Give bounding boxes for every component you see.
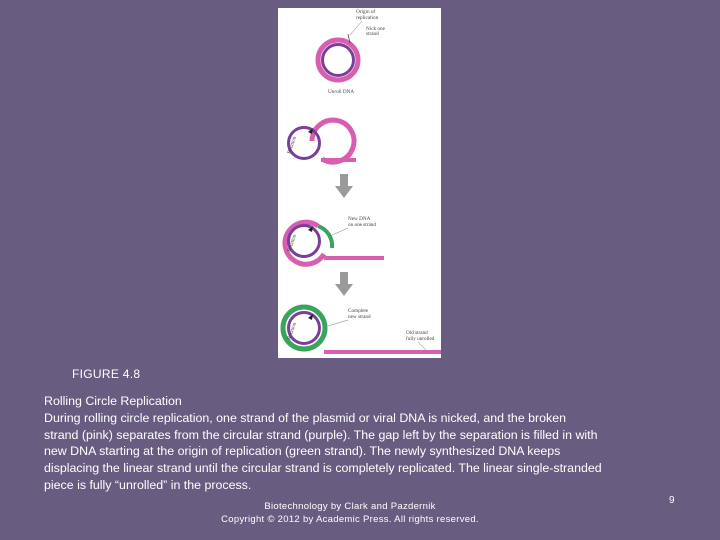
page-number: 9 [669,495,675,506]
label-new-dna-1: New DNA [348,216,371,222]
label-nick-1: Nick one [366,26,386,32]
down-arrow-2 [335,272,353,296]
caption-line: strand (pink) separates from the circula… [44,427,598,442]
stage-3-circle: Rotation [282,219,384,267]
label-new-dna-2: on one strand [348,222,376,228]
footer-line-1: Biotechnology by Clark and Pazdernik [264,501,436,512]
stage-2-circle: Rotation [286,117,357,165]
label-complete-1: Complete [348,308,369,314]
label-rotation-1: Rotation [286,135,298,154]
figure-panel: Origin of replication Nick one strand Un… [278,8,441,358]
caption-line: new DNA starting at the origin of replic… [44,444,561,459]
caption-line: During rolling circle replication, one s… [44,410,567,425]
label-old-strand-2: fully unrolled [406,335,435,342]
footer: Biotechnology by Clark and Pazdernik Cop… [200,501,500,526]
figure-label: FIGURE 4.8 [72,367,141,381]
caption-line: displacing the linear strand until the c… [44,461,602,476]
caption-title: Rolling Circle Replication [44,394,182,408]
caption-line: piece is fully “unrolled” in the process… [44,477,252,492]
down-arrow-1 [335,174,353,198]
label-unroll: Unroll DNA [328,89,354,95]
label-nick-2: strand [366,31,379,37]
label-old-strand-1: Old strand [406,330,428,336]
label-origin-1: Origin of [356,8,375,15]
label-rotation-2: Rotation [286,233,298,252]
label-origin-2: replication [356,15,379,21]
caption: Rolling Circle Replication During rollin… [44,393,680,494]
stage-1-circle [315,33,361,83]
nick-marker [347,33,351,44]
rolling-circle-diagram: Origin of replication Nick one strand Un… [280,8,441,354]
label-rotation-3: Rotation [286,321,298,340]
footer-line-2: Copyright © 2012 by Academic Press. All … [221,513,479,525]
stage-4-circle: Rotation [280,304,441,354]
label-complete-2: new strand [348,314,371,320]
